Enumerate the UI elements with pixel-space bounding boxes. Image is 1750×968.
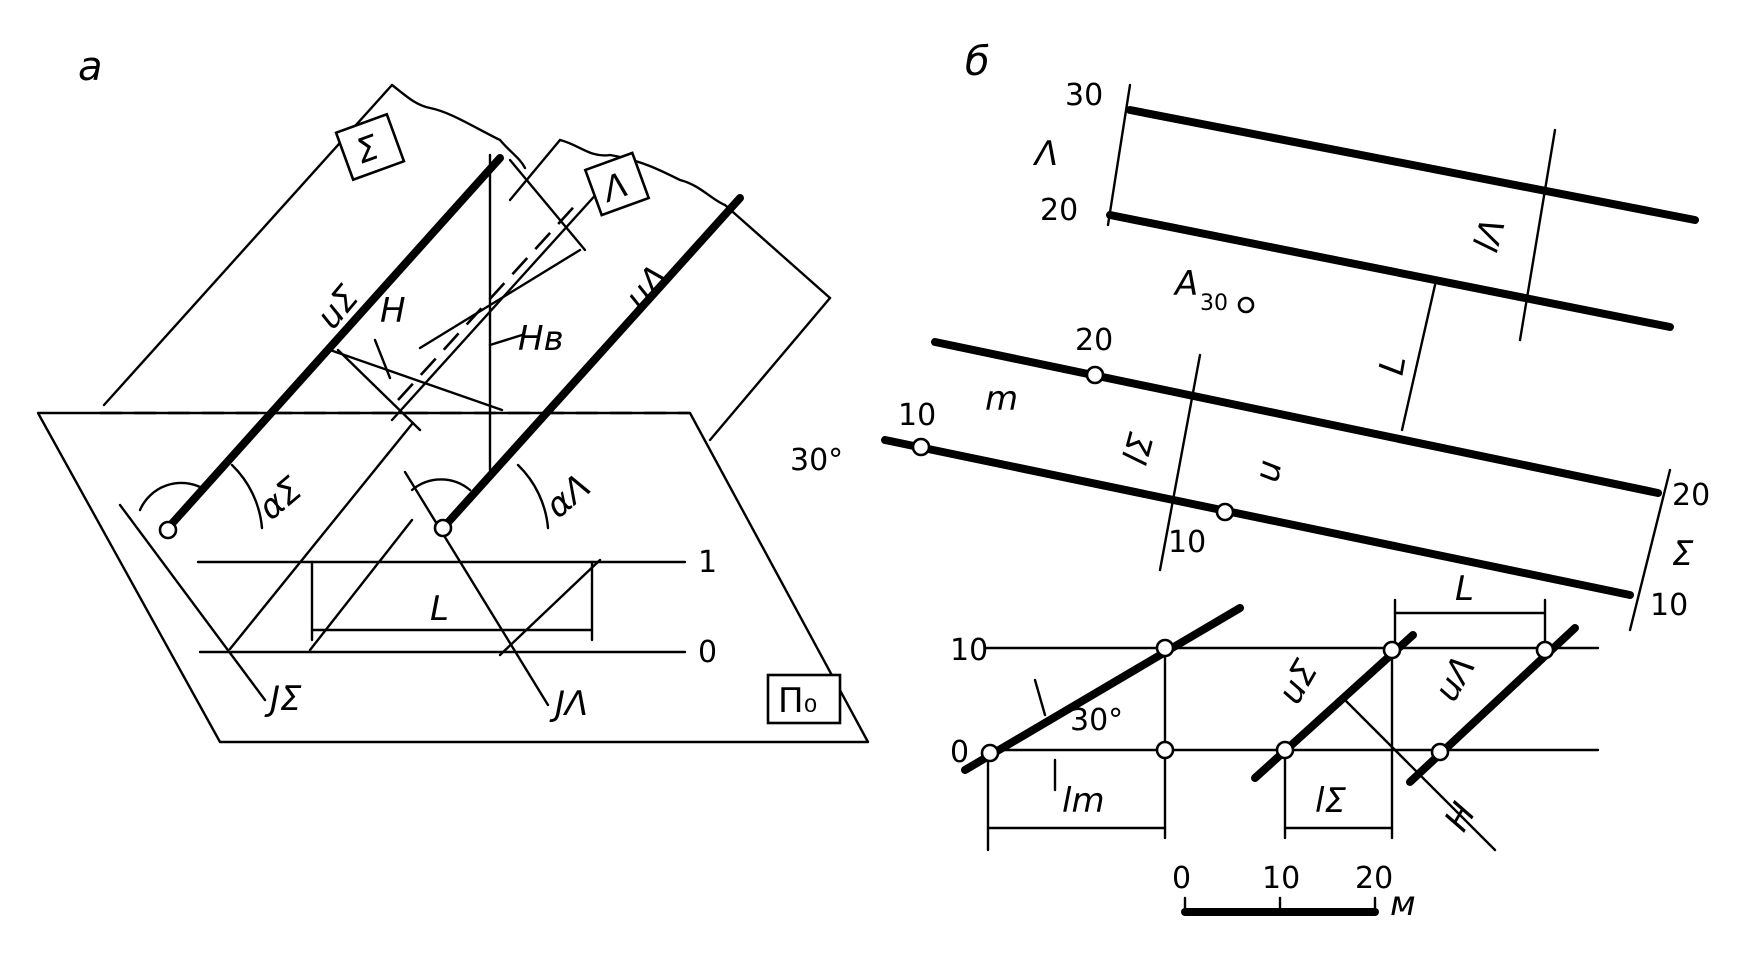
- sigma-contour-10: [881, 436, 1634, 599]
- u-point-10: [1215, 502, 1235, 522]
- H-perpendicular: [336, 348, 422, 432]
- profile-m-line: [961, 604, 1244, 774]
- profile-pt-7: [1430, 742, 1450, 762]
- panel-b-letter: б: [965, 39, 990, 85]
- profile-ul-label: uΛ: [1427, 649, 1484, 708]
- lambda-end-bar: [1106, 83, 1132, 227]
- profile-pt-4: [1382, 640, 1402, 660]
- H-tick: [373, 338, 392, 380]
- Hv-tick: [488, 333, 524, 347]
- profile-pt-1: [1155, 638, 1175, 658]
- profile-angle-arrow: [1033, 678, 1047, 717]
- sigma-label-box: [334, 112, 406, 182]
- sigma-top-torn-edge: [390, 83, 527, 170]
- m-point-10: [911, 437, 931, 457]
- profile-section: 10 0 L 30° lm lΣ uΣ uΛ H: [950, 569, 1600, 852]
- lambda-contour-30: [1126, 106, 1699, 224]
- scale-unit-label: м: [1390, 884, 1416, 924]
- profile-ls-label: lΣ: [1315, 781, 1346, 821]
- lambda-strike-line: [403, 470, 550, 707]
- sigma-label-b: Σ: [1672, 534, 1694, 574]
- scale-0-label: 0: [1172, 861, 1191, 896]
- alpha-lambda-arc: [516, 463, 550, 530]
- point-A: A: [1173, 264, 1198, 304]
- thickness-H: H: [380, 291, 406, 331]
- stratum-lambda: Λ uΛ αΛ: [308, 138, 832, 707]
- l-lambda-label: lΛ: [1467, 215, 1514, 257]
- h20c-label: 20: [1672, 478, 1710, 513]
- scale-bar: 0 10 20 м: [1172, 861, 1416, 924]
- lambda-label-box: [583, 151, 651, 217]
- sigma-front-edge: [508, 158, 587, 252]
- point-A-sub: 30: [1200, 291, 1228, 316]
- lambda-origin-point: [433, 518, 453, 538]
- profile-10-label: 10: [950, 633, 988, 668]
- u-label: u: [1247, 457, 1290, 485]
- lambda-label-b: Λ: [1032, 134, 1058, 174]
- l-sigma-label: lΣ: [1116, 429, 1163, 470]
- scale-10-label: 10: [1262, 861, 1300, 896]
- right-angle-lambda: [410, 478, 472, 492]
- L-label-b: L: [1372, 352, 1415, 378]
- sigma-origin-point: [158, 520, 178, 540]
- dip-lambda-label: uΛ: [617, 257, 676, 317]
- horizontal-plane: [36, 411, 870, 744]
- lambda-outer-edge: [390, 188, 602, 422]
- dip-sigma-label: uΣ: [309, 278, 368, 337]
- lambda-contour-20: [1106, 211, 1674, 331]
- strike-sigma-label: JΣ: [264, 679, 302, 719]
- sigma-contour-20: [931, 338, 1662, 497]
- lambda-right-edge: [723, 203, 832, 300]
- profile-0-label: 0: [950, 735, 969, 770]
- profile-pt-6: [1535, 640, 1555, 660]
- lambda-top-torn-edge: [558, 138, 727, 207]
- thickness-L: L: [430, 589, 449, 629]
- profile-lm-label: lm: [1062, 781, 1105, 821]
- profile-angle-label: 30°: [1070, 703, 1123, 738]
- h10c-label: 10: [1650, 588, 1688, 623]
- l-lambda-line: [1518, 128, 1557, 342]
- lambda-base-line: [498, 558, 602, 657]
- profile-L-label: L: [1455, 569, 1474, 609]
- m-point-20: [1085, 365, 1105, 385]
- angle-30-label: 30°: [790, 443, 843, 478]
- level-1-label: 1: [698, 545, 717, 580]
- profile-pt-3: [980, 743, 1000, 763]
- sigma-hypotenuse: [328, 348, 504, 412]
- panel-b: б 30 20 Λ lΛ A 30 L lΣ m u 20 10 10 20 Σ…: [881, 39, 1710, 924]
- plane-label-box: [766, 673, 842, 725]
- L-perp-line: [1400, 283, 1437, 432]
- h10a-label: 10: [898, 398, 936, 433]
- sigma-base-line: [228, 422, 414, 651]
- lambda-hidden-edge: [397, 199, 581, 401]
- right-angle-sigma: [138, 481, 204, 512]
- panel-a-letter: а: [78, 44, 103, 90]
- sigma-end-bar: [1628, 468, 1672, 632]
- lambda-bottom-edge: [708, 296, 832, 442]
- alpha-sigma-arc: [230, 463, 264, 530]
- scale-20-label: 20: [1355, 861, 1393, 896]
- point-A-marker: [1237, 296, 1255, 314]
- h20b-label: 20: [1075, 323, 1113, 358]
- h30-label: 30: [1065, 78, 1103, 113]
- lambda-cross-line: [308, 518, 414, 652]
- m-label: m: [985, 379, 1018, 419]
- profile-H-line: [1343, 698, 1497, 852]
- level-0-label: 0: [698, 635, 717, 670]
- profile-pt-2: [1155, 740, 1175, 760]
- plane-label: П₀: [778, 681, 817, 721]
- sigma-dip-line: [164, 154, 504, 532]
- profile-us-label: uΣ: [1270, 653, 1326, 711]
- h20a-label: 20: [1040, 193, 1078, 228]
- lambda-left-edge: [508, 138, 562, 202]
- panel-a: а Σ uΣ αΣ: [36, 44, 870, 744]
- profile-pt-5: [1275, 740, 1295, 760]
- thickness-Hv: Hв: [518, 319, 564, 359]
- l-sigma-line: [1158, 353, 1202, 572]
- strike-lambda-label: JΛ: [549, 684, 588, 724]
- lambda-dip-line: [439, 194, 744, 532]
- sigma-strike-line: [118, 503, 267, 702]
- h10b-label: 10: [1168, 525, 1206, 560]
